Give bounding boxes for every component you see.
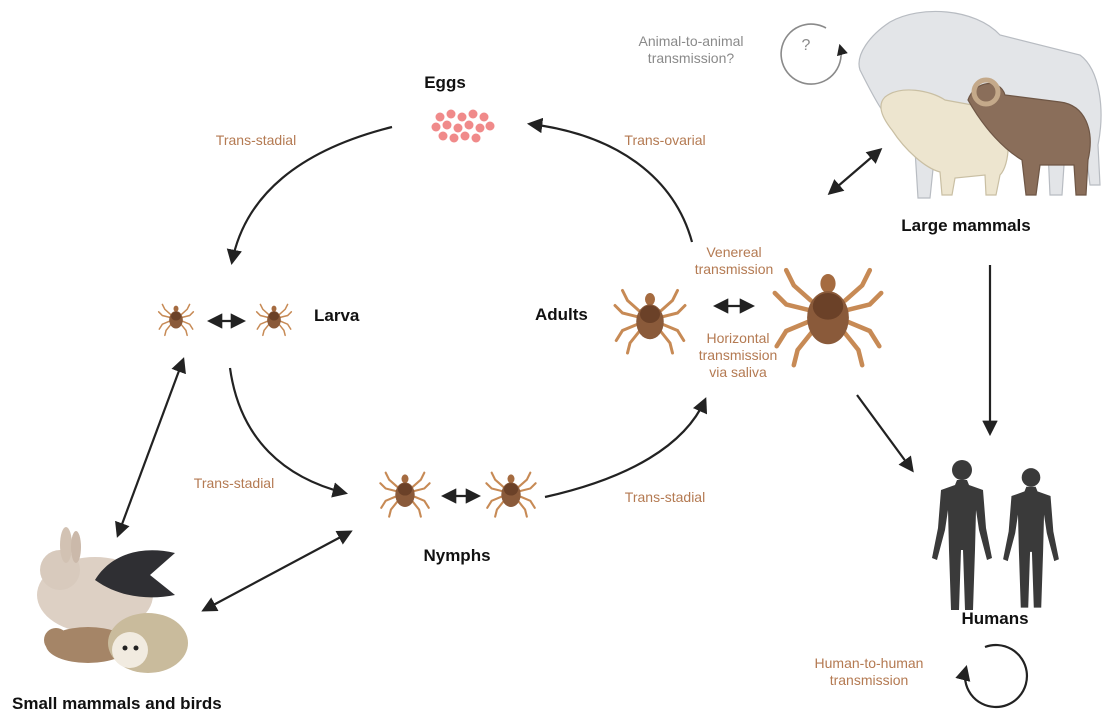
adults-label: Adults — [535, 305, 588, 325]
eggs-label: Eggs — [424, 73, 466, 93]
human-loop-arrow — [965, 645, 1027, 707]
arrows — [118, 124, 990, 610]
human-male — [932, 460, 992, 610]
trans-ovarial-label: Trans-ovarial — [624, 132, 705, 149]
trans-stadial-label-larva-nymphs: Trans-stadial — [194, 475, 274, 492]
adult-tick-male — [615, 291, 685, 354]
adult-tick-female — [775, 270, 881, 365]
arrow-adults-to-humans — [857, 395, 912, 470]
trans-stadial-label-eggs-larva: Trans-stadial — [216, 132, 296, 149]
humans-label: Humans — [961, 609, 1028, 629]
arrow-nymphs-small-hosts — [204, 532, 350, 610]
arrow-nymphs-to-adults — [545, 400, 705, 497]
small-mammals-birds-illustration — [37, 527, 188, 673]
human-female — [1003, 468, 1059, 608]
nymphs-label: Nymphs — [423, 546, 490, 566]
trans-stadial-label-nymphs-adults: Trans-stadial — [625, 489, 705, 506]
small-hosts-label: Small mammals and birds — [12, 694, 222, 714]
venereal-transmission-label: Venereal transmission — [695, 244, 774, 278]
larva-tick-left — [159, 304, 194, 335]
nymph-tick-left — [380, 473, 429, 517]
eggs-cluster — [432, 110, 495, 143]
arrow-larva-small-hosts — [118, 360, 183, 535]
question-mark: ? — [802, 37, 811, 55]
larva-label: Larva — [314, 306, 359, 326]
large-mammals-label: Large mammals — [901, 216, 1030, 236]
large-mammals-illustration — [859, 11, 1101, 198]
horizontal-transmission-label: Horizontal transmission via saliva — [699, 330, 778, 381]
animal-to-animal-label: Animal-to-animal transmission? — [638, 33, 743, 67]
nymph-tick-right — [486, 473, 535, 517]
larva-tick-right — [257, 304, 292, 335]
human-to-human-label: Human-to-human transmission — [815, 655, 924, 689]
animal-loop-arrow — [781, 24, 841, 84]
arrow-adults-large-mammals — [830, 150, 880, 193]
